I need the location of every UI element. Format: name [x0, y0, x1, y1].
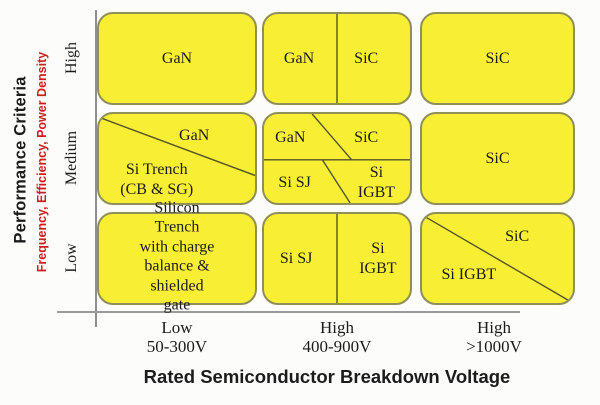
label-sic: SiC	[485, 49, 510, 67]
matrix-cell-low-midvolt: Si SJ Si IGBT	[262, 212, 412, 305]
matrix-cell-low-highvolt: SiC Si IGBT	[420, 212, 575, 305]
x-tick-mid-voltage: High 400-900V	[303, 318, 372, 356]
label-gan: GaN	[161, 49, 193, 67]
label-si-igbt: Si IGBT	[357, 164, 396, 202]
y-tick-medium: Medium	[63, 130, 80, 186]
y-axis-line	[95, 10, 97, 327]
y-axis-title: Performance Criteria	[11, 76, 30, 244]
label-gan: GaN	[283, 49, 315, 67]
label-gan: GaN	[275, 129, 306, 147]
divider-lines	[264, 114, 410, 203]
x-tick-level: High	[477, 318, 511, 337]
x-tick-level: Low	[161, 318, 193, 337]
x-tick-range: 400-900V	[302, 337, 372, 357]
x-axis-line	[57, 311, 520, 313]
label-si-igbt: Si IGBT	[441, 265, 497, 283]
x-tick-high-voltage: High >1000V	[466, 318, 522, 356]
label-si-igbt: Si IGBT	[359, 239, 397, 277]
divider-lines	[422, 214, 573, 303]
label-sic: SiC	[354, 129, 379, 147]
label-si-trench: Si Trench (CB & SG)	[120, 160, 194, 198]
y-axis-subtitle: Frequency, Efficiency, Power Density	[35, 51, 49, 273]
label-sic: SiC	[485, 149, 510, 167]
matrix-cell-medium-lowvolt: GaN Si Trench (CB & SG)	[97, 112, 257, 205]
x-tick-level: High	[319, 318, 354, 337]
matrix-cell-high-highvolt: SiC	[420, 12, 575, 105]
matrix-cell-high-midvolt: GaN SiC	[262, 12, 412, 105]
label-silicon-trench: Silicon Trench with charge balance & shi…	[139, 199, 215, 314]
matrix-cell-high-lowvolt: GaN	[97, 12, 257, 105]
divider-lines	[264, 14, 410, 103]
x-tick-low-voltage: Low 50-300V	[147, 318, 207, 356]
label-si-sj: Si SJ	[279, 249, 313, 267]
label-sic: SiC	[354, 49, 379, 67]
label-si-sj: Si SJ	[278, 174, 311, 192]
divider-lines	[264, 214, 410, 303]
x-tick-range: 50-300V	[146, 337, 208, 357]
y-tick-low: Low	[63, 243, 80, 273]
matrix-cell-low-lowvolt: Silicon Trench with charge balance & shi…	[97, 199, 257, 314]
label-sic: SiC	[505, 228, 530, 246]
matrix-cell-medium-highvolt: SiC	[420, 112, 575, 205]
divider-lines	[99, 114, 255, 203]
y-tick-high: High	[63, 42, 80, 74]
x-tick-range: >1000V	[466, 337, 522, 357]
matrix-cell-medium-midvolt: GaN SiC Si SJ Si IGBT	[262, 112, 412, 205]
label-gan: GaN	[179, 127, 210, 145]
x-axis-title: Rated Semiconductor Breakdown Voltage	[143, 366, 511, 387]
